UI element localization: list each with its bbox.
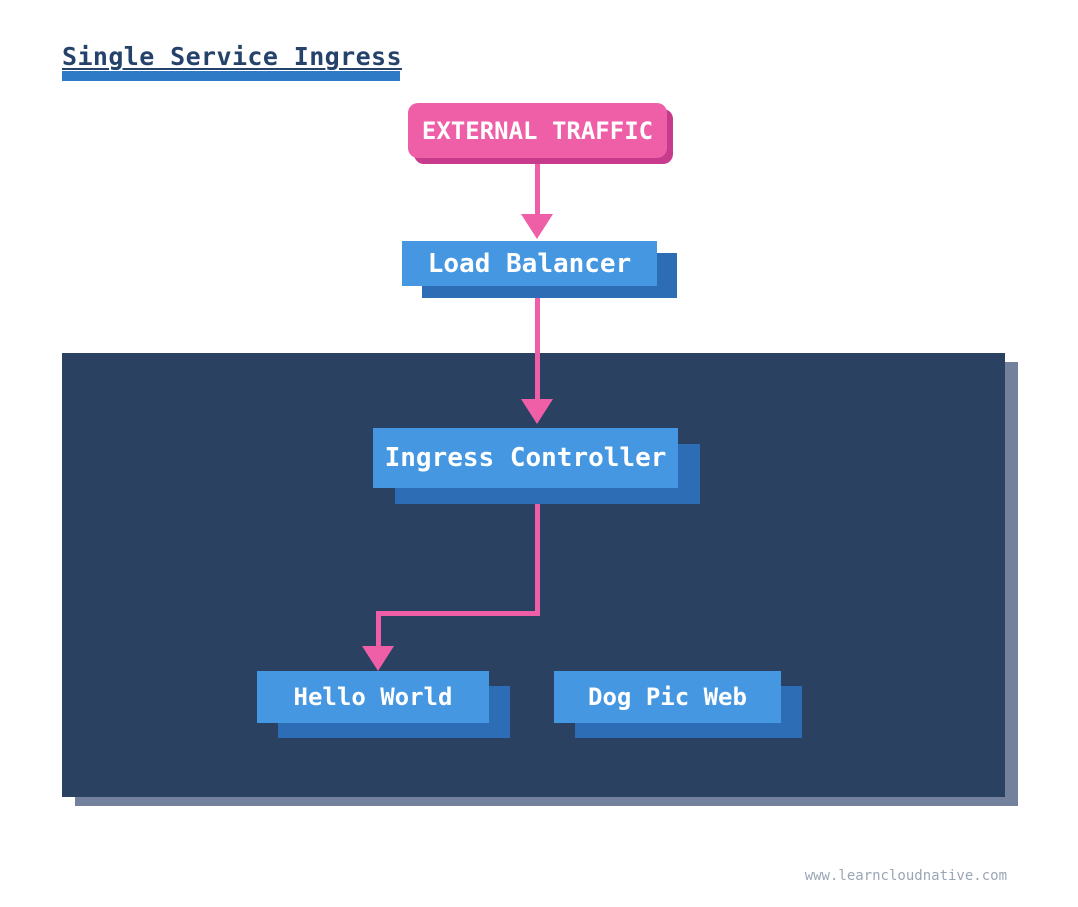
cluster-panel bbox=[62, 353, 1005, 797]
title-underline-bar bbox=[62, 71, 400, 81]
node-external-traffic-label: EXTERNAL TRAFFIC bbox=[421, 116, 654, 145]
arrowhead-down-icon bbox=[521, 214, 553, 239]
arrowhead-down-icon bbox=[521, 399, 553, 424]
arrowhead-down-icon bbox=[362, 646, 394, 671]
page-title: Single Service Ingress bbox=[62, 42, 402, 71]
node-hello-world-label: Hello World bbox=[293, 683, 453, 711]
node-hello-world: Hello World bbox=[257, 671, 489, 723]
node-ingress-controller-label: Ingress Controller bbox=[384, 443, 667, 473]
edge-ingress-to-hello-segment-horizontal bbox=[376, 611, 540, 616]
node-dog-pic-web: Dog Pic Web bbox=[554, 671, 781, 723]
node-load-balancer-label: Load Balancer bbox=[427, 248, 632, 279]
node-external-traffic: EXTERNAL TRAFFIC bbox=[408, 103, 667, 158]
node-ingress-controller: Ingress Controller bbox=[373, 428, 678, 488]
edge-external-to-lb-line bbox=[535, 157, 540, 215]
node-load-balancer: Load Balancer bbox=[402, 241, 657, 286]
watermark-text: www.learncloudnative.com bbox=[804, 868, 1007, 884]
node-dog-pic-web-label: Dog Pic Web bbox=[588, 683, 747, 711]
edge-ingress-to-hello-segment-vertical bbox=[535, 487, 540, 616]
edge-lb-to-ingress-line bbox=[535, 285, 540, 399]
edge-ingress-to-hello-segment-vertical-2 bbox=[376, 611, 381, 647]
